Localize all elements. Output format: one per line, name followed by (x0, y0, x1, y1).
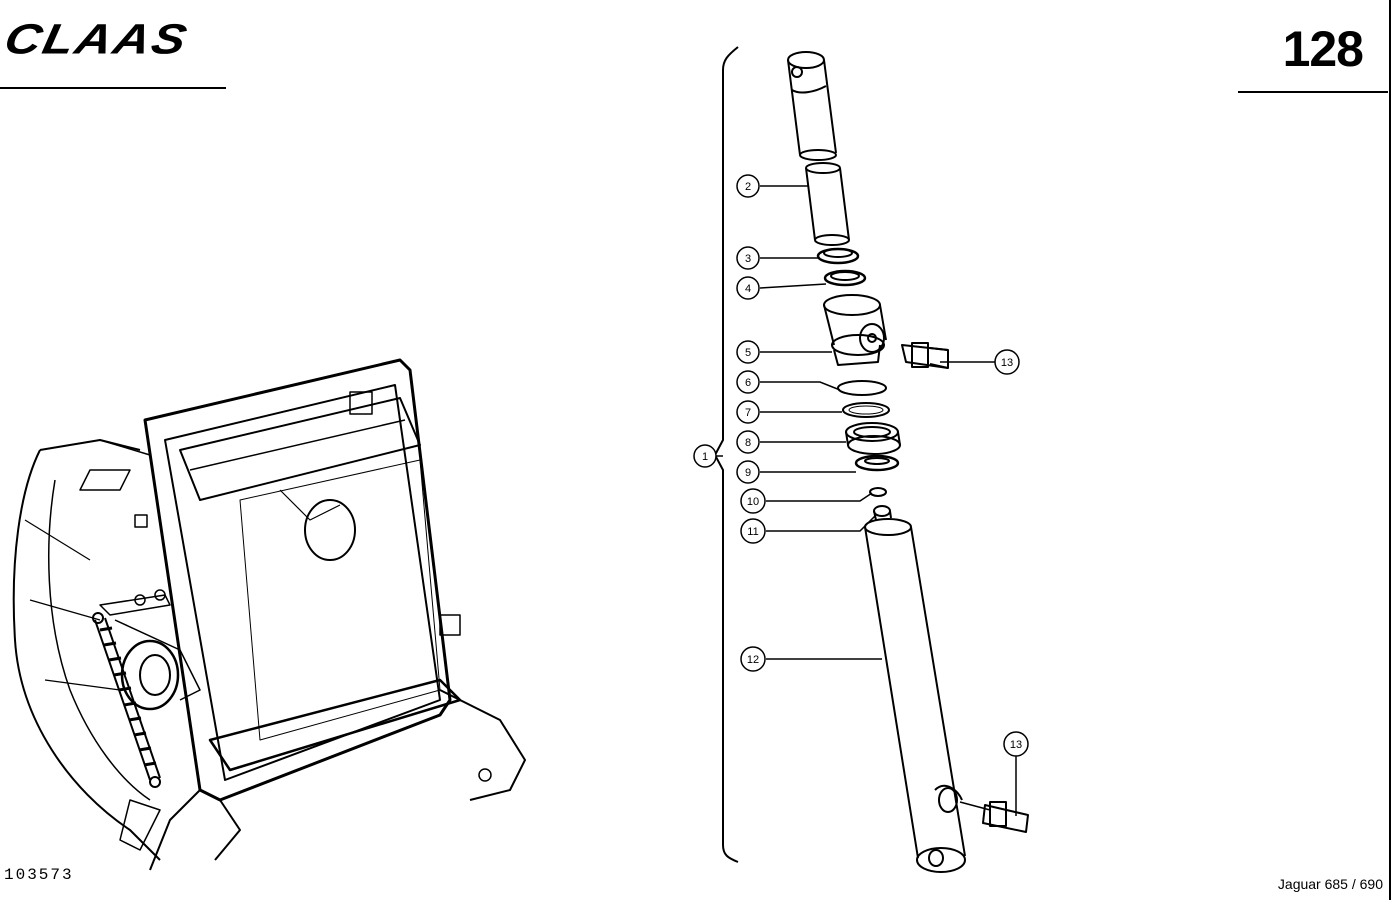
callout-9: 9 (736, 460, 760, 484)
page-number-underline (1238, 91, 1388, 93)
svg-text:1: 1 (702, 451, 708, 463)
leader-lines (715, 185, 1017, 816)
callout-1: 1 (693, 444, 717, 468)
callout-8: 8 (736, 430, 760, 454)
svg-text:8: 8 (745, 437, 751, 449)
callout-7: 7 (736, 400, 760, 424)
svg-text:6: 6 (745, 377, 751, 389)
page-number: 128 (1282, 21, 1364, 77)
svg-text:9: 9 (745, 467, 751, 479)
model-name: Jaguar 685 / 690 (1277, 876, 1383, 892)
callout-3: 3 (736, 246, 760, 270)
callout-5: 5 (736, 340, 760, 364)
machine-frame-illustration (12, 358, 526, 871)
svg-text:12: 12 (747, 654, 759, 666)
drawing-number: 103573 (4, 866, 74, 884)
svg-text:13: 13 (1001, 357, 1013, 369)
callout-12: 12 (740, 646, 766, 672)
svg-text:5: 5 (745, 347, 751, 359)
svg-text:3: 3 (745, 253, 751, 265)
svg-text:13: 13 (1010, 739, 1022, 751)
assembly-bracket (713, 46, 739, 863)
callout-13-lower: 13 (1003, 731, 1029, 757)
callout-13-upper: 13 (994, 349, 1020, 375)
svg-text:11: 11 (747, 526, 758, 538)
svg-text:7: 7 (745, 407, 751, 419)
logo-underline (0, 87, 226, 89)
svg-text:4: 4 (745, 283, 751, 295)
cylinder-parts (787, 51, 1029, 873)
callout-2: 2 (736, 174, 760, 198)
svg-text:2: 2 (745, 181, 751, 193)
callout-10: 10 (740, 488, 766, 514)
svg-text:10: 10 (747, 496, 759, 508)
callout-6: 6 (736, 370, 760, 394)
page-right-border (1389, 0, 1391, 900)
callout-11: 11 (740, 518, 766, 544)
callout-4: 4 (736, 276, 760, 300)
